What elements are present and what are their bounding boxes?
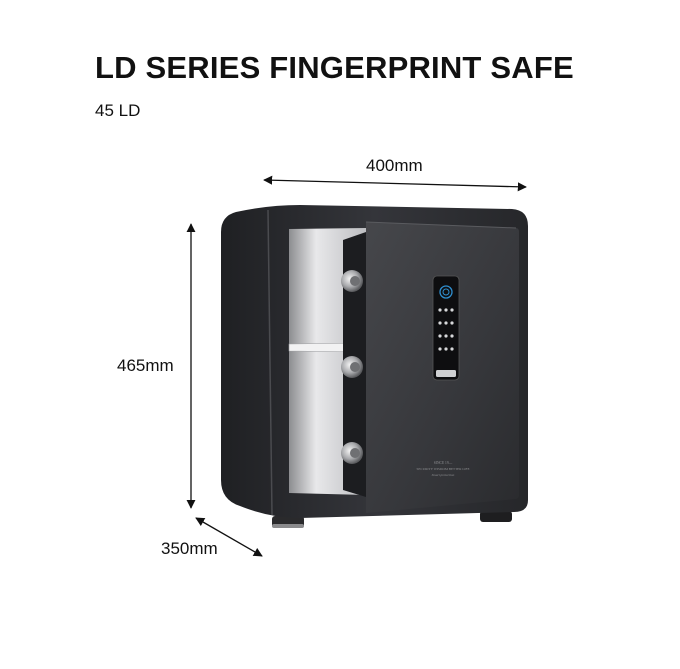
door-bolt-top (341, 270, 363, 292)
keypad-key-*[interactable] (438, 347, 442, 351)
width-dimension-arrow (263, 175, 527, 192)
depth-dimension-arrow (195, 517, 263, 557)
keypad-key-4[interactable] (438, 321, 442, 325)
keypad-key-5[interactable] (444, 321, 448, 325)
fingerprint-icon (439, 285, 453, 299)
keypad-key-2[interactable] (444, 308, 448, 312)
keypad-key-7[interactable] (438, 334, 442, 338)
keypad-key-6[interactable] (450, 321, 454, 325)
model-label: 45 LD (95, 101, 141, 120)
engraving-line-2: SECURITY WISDOM BETTER LIFE (416, 467, 469, 471)
width-dimension-label: 400mm (366, 156, 423, 175)
door-bolt-bottom (341, 442, 363, 464)
engraving-line-1: SINCE 19— (434, 461, 453, 465)
keypad-brand-plate (436, 370, 456, 377)
safe-foot-front-right (480, 511, 512, 522)
height-dimension-label: 465mm (117, 356, 174, 375)
keypad-key-#[interactable] (450, 347, 454, 351)
keypad-keys[interactable] (438, 308, 454, 351)
keypad-key-9[interactable] (450, 334, 454, 338)
keypad-key-3[interactable] (450, 308, 454, 312)
keypad-key-0[interactable] (444, 347, 448, 351)
engraving-line-3: Smart protection (432, 473, 455, 477)
keypad-panel (432, 275, 460, 381)
page-title: LD SERIES FINGERPRINT SAFE (95, 50, 574, 85)
keypad-key-8[interactable] (444, 334, 448, 338)
door-bolt-middle (341, 356, 363, 378)
keypad-key-1[interactable] (438, 308, 442, 312)
